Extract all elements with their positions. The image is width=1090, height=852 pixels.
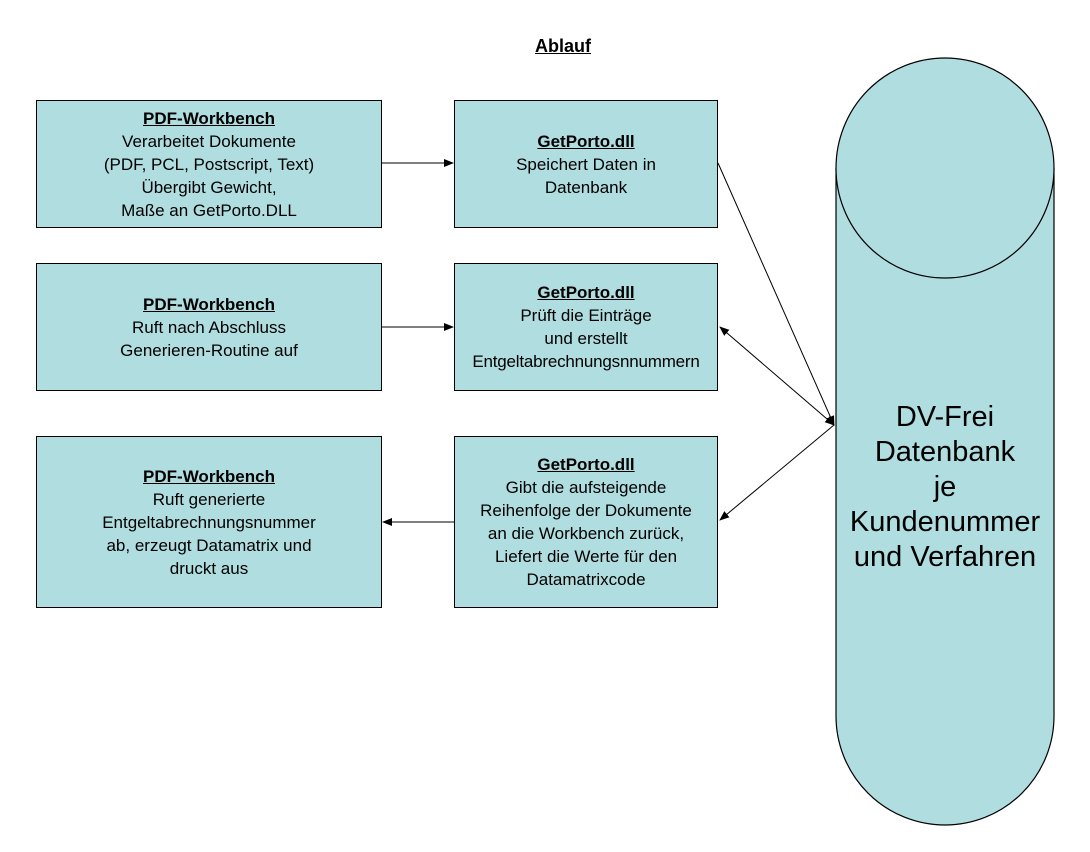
database-label-line: je bbox=[933, 471, 957, 503]
database-cylinder-top bbox=[835, 57, 1055, 279]
box-line: Ruft nach Abschluss bbox=[131, 317, 287, 337]
arrow-dll1-to-database bbox=[717, 162, 835, 426]
box-line: Datenbank bbox=[544, 177, 628, 197]
database-label-line: Kundenummer bbox=[849, 506, 1041, 538]
getporto-dll-box-2: GetPorto.dll Prüft die Einträge und erst… bbox=[454, 263, 718, 391]
box-line: Entgeltabrechnungsnummer bbox=[102, 512, 316, 532]
box-line: Übergibt Gewicht, bbox=[141, 177, 277, 197]
box-heading: GetPorto.dll bbox=[537, 455, 635, 474]
box-heading: PDF-Workbench bbox=[143, 466, 275, 486]
pdf-workbench-box-2: PDF-Workbench Ruft nach Abschluss Generi… bbox=[36, 263, 382, 391]
database-label-line: DV-Frei bbox=[895, 401, 995, 433]
box-line: Reihenfolge der Dokumente bbox=[480, 501, 692, 520]
box-line: Datamatrixcode bbox=[526, 570, 646, 589]
box-line: Speichert Daten in bbox=[516, 154, 656, 174]
getporto-dll-box-3: GetPorto.dll Gibt die aufsteigende Reihe… bbox=[454, 436, 718, 608]
box-heading: GetPorto.dll bbox=[537, 131, 635, 151]
box-line: druckt aus bbox=[169, 558, 249, 578]
box-line: Liefert die Werte für den bbox=[494, 547, 678, 566]
database-label-line: und Verfahren bbox=[853, 541, 1037, 573]
box-heading: PDF-Workbench bbox=[143, 294, 275, 314]
box-line: und erstellt bbox=[544, 329, 628, 348]
box-heading: GetPorto.dll bbox=[537, 283, 635, 302]
diagram-title: Ablauf bbox=[535, 36, 591, 56]
box-line: Maße an GetPorto.DLL bbox=[121, 200, 297, 220]
box-line: (PDF, PCL, Postscript, Text) bbox=[103, 154, 315, 174]
arrow-database-to-dll3 bbox=[719, 424, 835, 521]
box-line: Gibt die aufsteigende bbox=[505, 478, 667, 497]
pdf-workbench-box-1: PDF-Workbench Verarbeitet Dokumente (PDF… bbox=[36, 100, 382, 228]
box-line: Verarbeitet Dokumente bbox=[122, 131, 296, 151]
arrow-dll2-database-bidirectional bbox=[719, 326, 835, 426]
box-line: Prüft die Einträge bbox=[520, 306, 652, 325]
pdf-workbench-box-3: PDF-Workbench Ruft generierte Entgeltabr… bbox=[36, 436, 382, 608]
box-line: ab, erzeugt Datamatrix und bbox=[106, 535, 312, 555]
database-label-line: Datenbank bbox=[874, 436, 1016, 468]
getporto-dll-box-1: GetPorto.dll Speichert Daten in Datenban… bbox=[454, 100, 718, 228]
box-line: Generieren-Routine auf bbox=[120, 340, 298, 360]
box-line: an die Workbench zurück, bbox=[487, 524, 685, 543]
database-label: DV-Frei Datenbank je Kundenummer und Ver… bbox=[836, 400, 1054, 575]
database-cylinder-body bbox=[835, 168, 1055, 826]
box-heading: PDF-Workbench bbox=[143, 108, 275, 128]
box-line: Ruft generierte bbox=[152, 489, 266, 509]
box-line: Entgeltabrechnungsnnummern bbox=[472, 352, 700, 371]
